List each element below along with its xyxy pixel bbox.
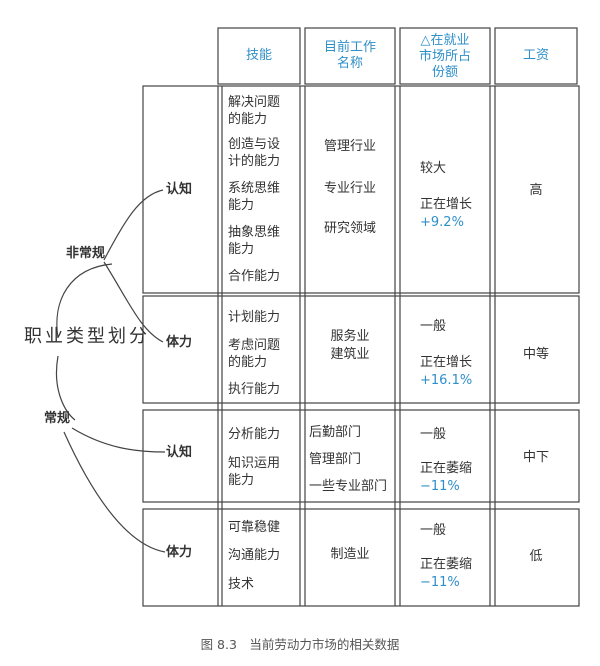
row-1-skill-2: 创造与设计的能力 [228, 137, 281, 169]
row-frame-1 [142, 85, 580, 294]
row-2-share: 一般 [420, 319, 447, 334]
header-box-skills [217, 27, 301, 85]
row-1-skill-5: 合作能力 [228, 269, 281, 284]
row-4-trend: 正在萎缩 [420, 557, 473, 572]
row-2-job-1: 服务业 [330, 329, 370, 344]
category-nonroutine: 非常规 [66, 246, 106, 261]
row-1-trend: 正在增长 [420, 197, 473, 212]
row-3-skill-2: 知识运用能力 [228, 456, 281, 488]
diagram-title: 职业类型划分 [24, 326, 150, 347]
figure-caption: 图 8.3 当前劳动力市场的相关数据 [200, 637, 400, 652]
header-job: 目前工作名称 [323, 40, 376, 71]
row-4-skill-3: 技术 [228, 577, 255, 592]
row-2-wage: 中等 [522, 347, 549, 362]
row-1-type: 认知 [166, 182, 193, 197]
row-4-share: 一般 [420, 523, 447, 538]
row-frame-4 [142, 508, 580, 607]
row-2-skill-1: 计划能力 [228, 310, 281, 325]
header-share: △在就业市场所占份额 [418, 33, 471, 80]
header-box-job [304, 27, 396, 85]
row-3-wage: 中下 [522, 450, 549, 465]
row-1-skill-3: 系统思维能力 [228, 181, 281, 213]
header-wage: 工资 [522, 48, 549, 63]
row-3-share: 一般 [420, 427, 447, 442]
row-1-share: 较大 [420, 161, 447, 176]
row-3-job-2: 管理部门 [309, 452, 362, 467]
row-2-skill-2: 考虑问题的能力 [228, 338, 281, 370]
column-dividers [217, 86, 496, 606]
row-2-trend: 正在增长 [420, 355, 473, 370]
tree-branch-routine-physical [63, 431, 166, 553]
row-3-job-3: 一些专业部门 [309, 479, 388, 494]
row-1-job-1: 管理行业 [323, 139, 376, 154]
row-4-type: 体力 [166, 545, 193, 560]
row-4-wage: 低 [529, 549, 543, 564]
header-skills: 技能 [245, 48, 272, 63]
row-3-job-1: 后勤部门 [309, 425, 362, 440]
row-2-skill-3: 执行能力 [228, 382, 281, 397]
row-4-change: −11% [420, 575, 460, 590]
row-3-skill-1: 分析能力 [228, 427, 281, 442]
row-4-skill-2: 沟通能力 [228, 548, 281, 563]
tree-branch-upper [56, 263, 113, 339]
tree-branch-nonroutine-physical [103, 261, 164, 343]
header-box-wage [494, 27, 578, 85]
row-1-wage: 高 [529, 183, 543, 198]
row-frame-3 [142, 409, 580, 503]
row-2-type: 体力 [166, 335, 193, 350]
row-2-job-2: 建筑业 [330, 347, 370, 362]
tree-branch-routine-cognitive [71, 427, 166, 453]
row-1-skill-4: 抽象思维能力 [228, 225, 281, 257]
row-3-type: 认知 [166, 445, 193, 460]
row-frame-2 [142, 295, 580, 404]
row-3-trend: 正在萎缩 [420, 461, 473, 476]
row-1-skill-1: 解决问题的能力 [228, 95, 281, 127]
row-1-change: +9.2% [420, 215, 464, 230]
row-4-skill-1: 可靠稳健 [228, 520, 281, 535]
row-2-change: +16.1% [420, 373, 473, 388]
row-1-job-3: 研究领域 [323, 221, 376, 236]
header-box-share [399, 27, 491, 85]
row-4-job-1: 制造业 [330, 547, 370, 562]
category-routine: 常规 [44, 411, 71, 426]
tree-branch-lower [55, 355, 76, 421]
row-3-change: −11% [420, 479, 460, 494]
tree-branch-nonroutine-cognitive [103, 189, 164, 261]
row-1-job-2: 专业行业 [323, 181, 376, 196]
